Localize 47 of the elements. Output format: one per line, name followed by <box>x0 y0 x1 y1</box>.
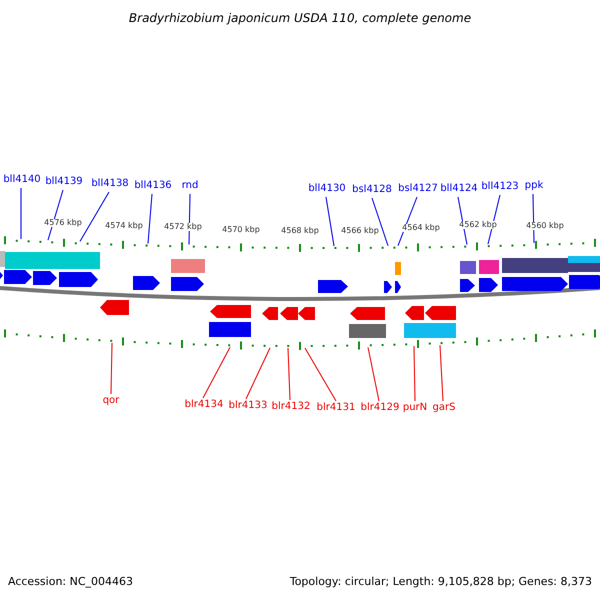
leader-line <box>246 347 270 400</box>
scale-ticks <box>4 236 596 252</box>
leader-line <box>288 347 290 400</box>
gene-name: bll4139 <box>45 177 83 187</box>
scale-label: 4576 kbp <box>44 219 82 227</box>
gene-name: bsl4128 <box>352 185 392 195</box>
gene-name: rnd <box>182 181 198 191</box>
scale-label: 4572 kbp <box>164 223 202 231</box>
scale-ticks <box>4 329 596 350</box>
scale-label: 4564 kbp <box>402 224 440 232</box>
gene-name: garS <box>432 403 456 413</box>
scale-label: 4562 kbp <box>459 221 497 229</box>
leader-line <box>20 188 22 240</box>
gene-name: ppk <box>524 181 544 191</box>
accession-text: Accession: NC_004463 <box>8 576 134 587</box>
gene-name: blr4134 <box>184 400 224 410</box>
gene-name: blr4131 <box>316 403 356 413</box>
gene-name: bsl4127 <box>398 184 438 194</box>
gene-name: blr4129 <box>360 403 400 413</box>
gene-name: bll4130 <box>308 184 346 194</box>
leader-line <box>326 196 334 246</box>
gene-name: bll4138 <box>91 179 129 189</box>
gene-name: bll4123 <box>481 182 519 192</box>
leader-line <box>488 194 500 245</box>
genome-summary-text: Topology: circular; Length: 9,105,828 bp; Genes: 8,373 <box>290 576 592 587</box>
scale-label: 4566 kbp <box>341 227 379 235</box>
leader-line <box>414 346 416 402</box>
gene-name: bll4140 <box>3 175 41 185</box>
gene-name: blr4133 <box>228 401 268 411</box>
gene-name: bll4136 <box>134 181 172 191</box>
leader-line <box>202 346 230 398</box>
gene-name: bll4124 <box>440 184 478 194</box>
leader-line <box>148 194 152 244</box>
gene-name: qor <box>102 396 120 406</box>
scale-label: 4574 kbp <box>105 222 143 230</box>
leader-line <box>372 198 388 246</box>
gene-name: blr4132 <box>272 402 310 412</box>
leader-line <box>48 190 64 241</box>
leader-line <box>440 344 444 402</box>
title: Bradyrhizobium japonicum USDA 110, complete genome <box>128 12 472 24</box>
leader-line <box>188 194 190 246</box>
leader-line <box>110 342 112 394</box>
gene-name: purN <box>402 403 428 413</box>
leader-line <box>304 348 336 402</box>
leader-line <box>80 192 110 242</box>
scale-label: 4560 kbp <box>526 222 564 230</box>
leader-line <box>368 346 380 402</box>
